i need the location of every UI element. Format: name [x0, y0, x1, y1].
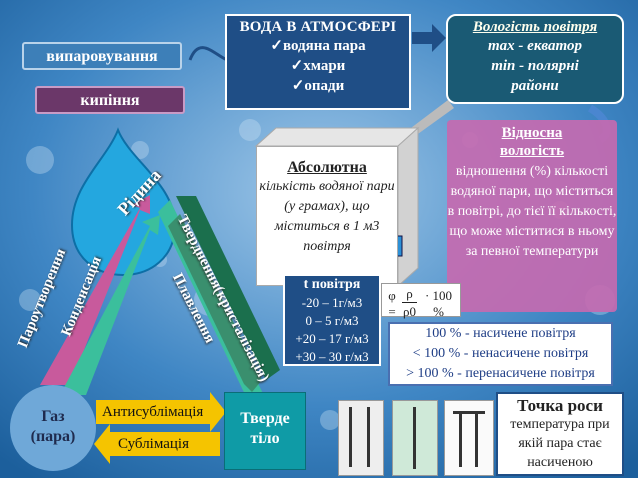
- humidity-title: Вологість повітря: [472, 19, 598, 35]
- formula-numerator: ρ: [402, 286, 417, 303]
- absolute-text: кількість водяної пари (у грамах), що мі…: [259, 179, 395, 254]
- sublimation-label: Сублімація: [118, 436, 189, 452]
- relative-text: відношення (%) кількості водяної пари, щ…: [447, 164, 617, 259]
- hygrometer-icon: [444, 400, 494, 476]
- atmosphere-box: ВОДА В АТМОСФЕРІ ✓водяна пара ✓хмари ✓оп…: [225, 14, 411, 110]
- dew-title: Точка роси: [517, 396, 603, 415]
- boiling-box: кипіння: [35, 86, 185, 114]
- absolute-humidity-box: Абсолютна кількість водяної пари (у грам…: [256, 146, 398, 286]
- solid-state: Тверде тіло: [224, 392, 306, 470]
- saturation-line: < 100 % - ненасичене повітря: [412, 346, 589, 361]
- atmosphere-title: ВОДА В АТМОСФЕРІ: [239, 19, 397, 35]
- temperature-row: 0 – 5 г/м3: [305, 313, 359, 328]
- thermometer-icon: [338, 400, 384, 476]
- atmosphere-item: ✓водяна пара: [270, 38, 366, 54]
- gas-label-2: (пара): [30, 428, 76, 445]
- evaporation-label: випаровування: [46, 48, 158, 65]
- atmosphere-item: ✓опади: [291, 78, 345, 94]
- absolute-title: Абсолютна: [287, 159, 367, 176]
- temperature-row: -20 – 1г/м3: [301, 295, 363, 310]
- humidity-formula: φ = ρ · 100 % ρ0: [381, 283, 461, 319]
- saturation-line: > 100 % - перенасичене повітря: [406, 366, 595, 381]
- humidity-box: Вологість повітря max - екватор min - по…: [446, 14, 624, 104]
- arrow-atm-humidity: [412, 24, 446, 52]
- temperature-row: +30 – 30 г/м3: [295, 349, 369, 364]
- formula-lhs: φ =: [388, 287, 396, 319]
- humidity-line: min - полярні: [491, 58, 579, 74]
- gas-label: Газ: [41, 408, 65, 425]
- relative-title-2: вологість: [499, 143, 565, 159]
- gas-state: Газ (пара): [10, 385, 96, 471]
- relative-humidity-box: Відносна вологість відношення (%) кілько…: [447, 120, 617, 312]
- water-drop-shape: [70, 127, 177, 277]
- humidity-line: max - екватор: [488, 38, 582, 54]
- saturation-line: 100 % - насичене повітря: [425, 326, 576, 341]
- temperature-table-title: t повітря: [303, 277, 361, 292]
- humidity-line: райони: [511, 78, 559, 94]
- dew-point-box: Точка роси температура при якій пара ста…: [496, 392, 624, 476]
- boiling-label: кипіння: [80, 92, 140, 109]
- formula-denominator: ρ0: [403, 304, 416, 319]
- formula-rhs: · 100 %: [424, 287, 453, 319]
- solid-label: Тверде: [240, 410, 290, 427]
- temperature-row: +20 – 17 г/м3: [295, 331, 369, 346]
- atmosphere-item: ✓хмари: [290, 58, 346, 74]
- evaporation-box: випаровування: [22, 42, 182, 70]
- temperature-table: t повітря -20 – 1г/м3 0 – 5 г/м3 +20 – 1…: [283, 274, 381, 366]
- psychrometer-icon: [392, 400, 438, 476]
- saturation-box: 100 % - насичене повітря < 100 % - ненас…: [388, 322, 613, 386]
- solid-label-2: тіло: [250, 430, 280, 447]
- antisublimation-label: Антисублімація: [102, 404, 204, 420]
- relative-title-1: Відносна: [501, 125, 563, 141]
- dew-text: температура при якій пара стає насиченою: [510, 417, 610, 470]
